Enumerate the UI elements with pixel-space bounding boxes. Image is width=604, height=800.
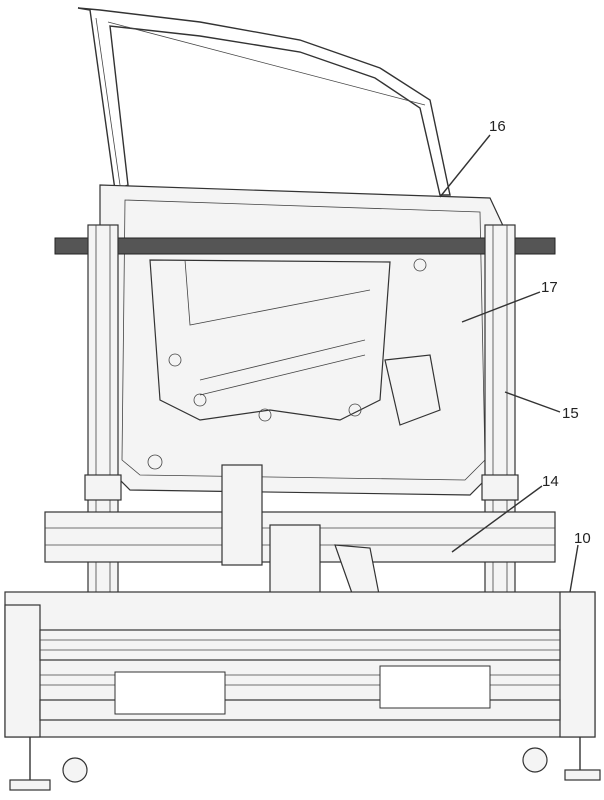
label-16: 16 [489, 118, 506, 135]
label-17: 17 [541, 279, 558, 296]
base-frame [4, 591, 601, 791]
label-15: 15 [562, 405, 579, 422]
door-inner-panel [99, 184, 506, 496]
label-14: 14 [542, 473, 559, 490]
label-10: 10 [574, 530, 591, 547]
top-crossbar [54, 237, 556, 255]
door-window-frame [77, 7, 451, 196]
reference-labels: 16 17 15 14 10 [439, 118, 591, 593]
